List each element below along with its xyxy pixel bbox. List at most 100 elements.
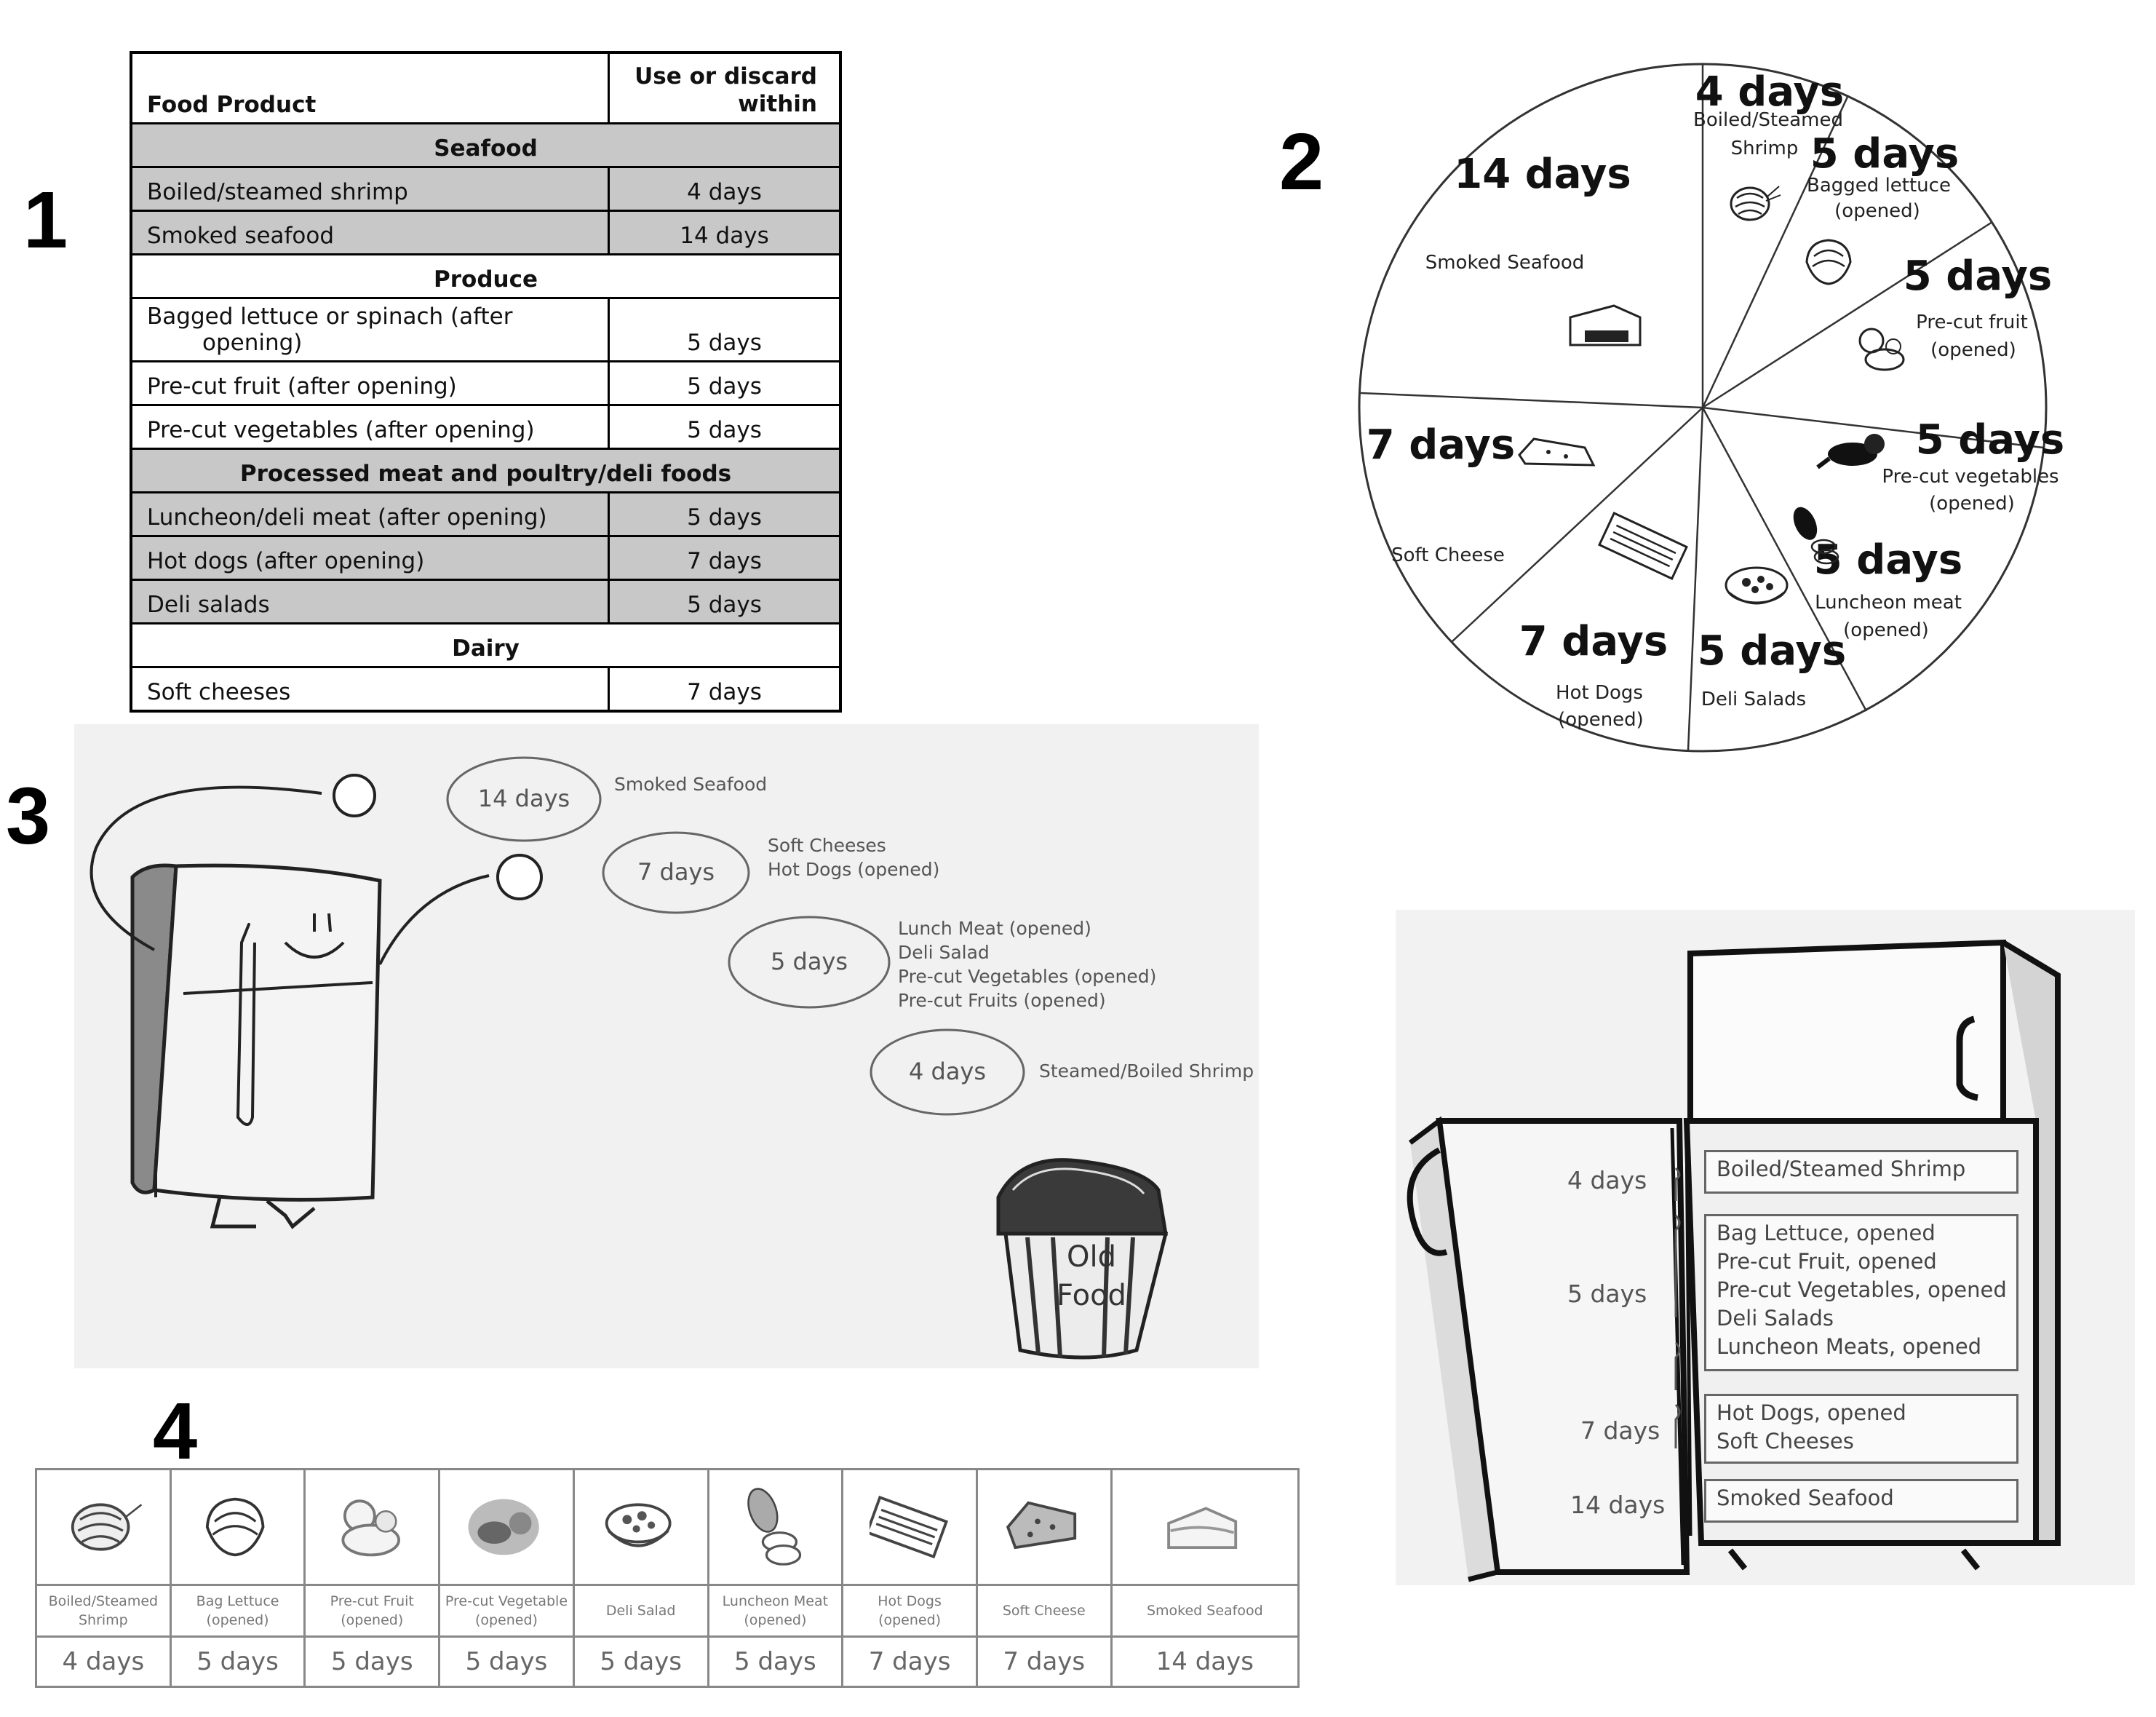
shrimp-icon bbox=[1730, 186, 1781, 221]
hot-dog-pack-icon bbox=[870, 1495, 949, 1559]
strip-food-name: Pre-cut Vegetable (opened) bbox=[440, 1586, 573, 1638]
svg-text:(opened): (opened) bbox=[1930, 339, 2016, 361]
old-food-can-icon: Old Food bbox=[996, 1158, 1169, 1360]
svg-text:(opened): (opened) bbox=[1929, 493, 2015, 515]
svg-text:Deli Salads: Deli Salads bbox=[1701, 689, 1806, 710]
strip-food-name: Boiled/Steamed Shrimp bbox=[37, 1586, 170, 1638]
door-group-7-days: Hot Dogs, opened Soft Cheeses bbox=[1704, 1394, 2018, 1464]
shrimp-icon bbox=[71, 1503, 143, 1551]
pie-days: 4 days bbox=[1695, 68, 1844, 116]
panel-number-1: 1 bbox=[23, 175, 68, 265]
table-row: Luncheon/deli meat (after opening)5 days bbox=[130, 491, 842, 537]
category-dairy: Dairy bbox=[130, 622, 842, 668]
pie-slice-hot-dogs: 7 days Hot Dogs (opened) bbox=[1519, 512, 1688, 731]
oval-5-days: 5 days bbox=[728, 916, 891, 1009]
strip-days: 5 days bbox=[734, 1647, 816, 1676]
fridge-cartoon-panel: 14 days 7 days 5 days 4 days Old Food Sm… bbox=[74, 724, 1259, 1368]
oval-7-days: 7 days bbox=[602, 831, 750, 914]
category-processed-meat: Processed meat and poultry/deli foods bbox=[130, 448, 842, 493]
strip-column: Smoked Seafood 14 days bbox=[1112, 1470, 1298, 1686]
strip-food-name: Smoked Seafood bbox=[1112, 1586, 1298, 1638]
svg-text:(opened): (opened) bbox=[1834, 200, 1920, 222]
cheese-icon bbox=[1518, 437, 1596, 467]
svg-text:5 days: 5 days bbox=[1810, 130, 1959, 178]
strip-column: Deli Salad 5 days bbox=[574, 1470, 709, 1686]
oval-4-days-label: Steamed/Boiled Shrimp bbox=[1039, 1060, 1254, 1082]
door-days-14: 14 days bbox=[1570, 1491, 1666, 1519]
svg-text:7 days: 7 days bbox=[637, 858, 715, 886]
sausage-icon bbox=[1793, 507, 1839, 565]
smoked-fish-icon bbox=[1167, 1507, 1237, 1550]
svg-text:5 days: 5 days bbox=[1916, 416, 2064, 464]
pie-slice-shrimp: 4 days Boiled/Steamed Shrimp bbox=[1693, 68, 1844, 221]
smoked-fish-icon bbox=[1569, 304, 1642, 346]
table-row: Pre-cut vegetables (after opening)5 days bbox=[130, 404, 842, 450]
category-seafood: Seafood bbox=[130, 122, 842, 168]
svg-text:Smoked Seafood: Smoked Seafood bbox=[1425, 252, 1585, 274]
sausage-icon bbox=[747, 1488, 802, 1566]
pie-slice-pre-cut-fruit: 5 days Pre-cut fruit (opened) bbox=[1858, 253, 2052, 371]
cheese-icon bbox=[1006, 1501, 1076, 1550]
svg-text:7 days: 7 days bbox=[1367, 421, 1515, 469]
door-days-7: 7 days bbox=[1580, 1416, 1660, 1445]
svg-text:Shrimp: Shrimp bbox=[1731, 138, 1799, 159]
strip-food-name: Soft Cheese bbox=[977, 1586, 1110, 1638]
fruit-icon bbox=[341, 1499, 401, 1557]
oval-5-days-label: Lunch Meat (opened) Deli Salad Pre-cut V… bbox=[898, 918, 1157, 1011]
salad-bowl-icon bbox=[605, 1503, 672, 1547]
fridge-door-panel: 4 days Boiled/Steamed Shrimp 5 days Bag … bbox=[1396, 910, 2135, 1585]
strip-days: 5 days bbox=[330, 1647, 413, 1676]
vegetable-icon bbox=[1816, 434, 1885, 469]
door-days-4: 4 days bbox=[1567, 1166, 1647, 1194]
panel-number-3: 3 bbox=[6, 772, 51, 861]
svg-text:Hot Dogs: Hot Dogs bbox=[1556, 682, 1643, 704]
svg-text:5 days: 5 days bbox=[771, 948, 848, 975]
svg-text:7 days: 7 days bbox=[1519, 618, 1668, 665]
strip-days: 4 days bbox=[62, 1647, 145, 1676]
hot-dog-pack-icon bbox=[1598, 512, 1688, 580]
door-group-5-days: Bag Lettuce, opened Pre-cut Fruit, opene… bbox=[1704, 1214, 2018, 1371]
strip-food-name: Luncheon Meat (opened) bbox=[709, 1586, 842, 1638]
svg-text:5 days: 5 days bbox=[1904, 253, 2052, 300]
strip-column: Luncheon Meat (opened) 5 days bbox=[709, 1470, 844, 1686]
lettuce-icon bbox=[205, 1497, 265, 1557]
table-row: Pre-cut fruit (after opening)5 days bbox=[130, 360, 842, 406]
svg-text:(opened): (opened) bbox=[1558, 709, 1644, 731]
svg-text:Food: Food bbox=[1057, 1279, 1126, 1312]
svg-text:Bagged lettuce: Bagged lettuce bbox=[1807, 175, 1951, 197]
panel-number-4: 4 bbox=[153, 1387, 198, 1476]
oval-14-days: 14 days bbox=[446, 756, 602, 842]
svg-text:Soft Cheese: Soft Cheese bbox=[1391, 544, 1505, 566]
oval-7-days-label: Soft Cheeses Hot Dogs (opened) bbox=[768, 835, 940, 880]
strip-column: Pre-cut Vegetable (opened)5 days bbox=[440, 1470, 575, 1686]
strip-food-name: Bag Lettuce (opened) bbox=[171, 1586, 304, 1638]
strip-food-name: Deli Salad bbox=[574, 1586, 707, 1638]
header-food-product: Food Product bbox=[130, 51, 610, 124]
fridge-cartoon-art: 14 days 7 days 5 days 4 days Old Food bbox=[89, 756, 1169, 1360]
strip-days: 5 days bbox=[600, 1647, 683, 1676]
pie-slice-deli-salads: 5 days Deli Salads bbox=[1698, 566, 1846, 710]
category-produce: Produce bbox=[130, 253, 842, 299]
fruit-icon bbox=[1858, 328, 1905, 371]
svg-text:5 days: 5 days bbox=[1814, 536, 1962, 584]
door-group-4-days: Boiled/Steamed Shrimp bbox=[1704, 1150, 2018, 1194]
strip-days: 7 days bbox=[868, 1647, 951, 1676]
strip-column: Bag Lettuce (opened) 5 days bbox=[171, 1470, 306, 1686]
table-row: Hot dogs (after opening)7 days bbox=[130, 535, 842, 581]
pie-slice-pre-cut-vegetables: 5 days Pre-cut vegetables (opened) bbox=[1816, 416, 2064, 515]
panel-number-2: 2 bbox=[1279, 117, 1324, 207]
vegetable-icon bbox=[468, 1499, 539, 1555]
pie-slice-bagged-lettuce: 5 days Bagged lettuce (opened) bbox=[1805, 130, 1959, 285]
svg-text:Pre-cut vegetables: Pre-cut vegetables bbox=[1882, 466, 2058, 488]
strip-days: 14 days bbox=[1155, 1647, 1254, 1676]
strip-days: 5 days bbox=[196, 1647, 279, 1676]
svg-text:14 days: 14 days bbox=[478, 785, 570, 812]
svg-text:14 days: 14 days bbox=[1454, 151, 1631, 198]
